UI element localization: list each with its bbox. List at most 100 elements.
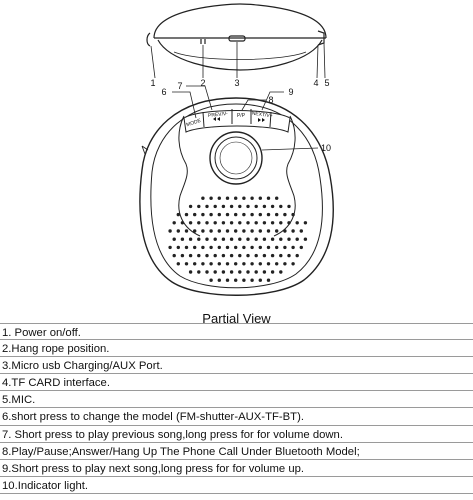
- grille-hole: [201, 196, 205, 200]
- grille-hole: [270, 253, 275, 258]
- callout-1: 1: [150, 78, 155, 88]
- legend-item-4: 4.TF CARD interface.: [0, 374, 473, 392]
- legend-item-10: 10.Indicator light.: [0, 477, 473, 494]
- grille-hole: [242, 278, 246, 282]
- grille-hole: [188, 270, 193, 274]
- grille-hole: [262, 237, 267, 241]
- grille-hole: [184, 229, 189, 233]
- grille-hole: [287, 221, 291, 225]
- grille-hole: [225, 278, 230, 282]
- grille-hole: [213, 237, 217, 241]
- grille-hole: [246, 204, 250, 209]
- grille-hole: [213, 253, 217, 258]
- grille-hole: [238, 204, 242, 209]
- grille-hole: [303, 237, 308, 241]
- grille-hole: [270, 237, 275, 241]
- grille-hole: [188, 204, 193, 209]
- grille-hole: [221, 270, 226, 274]
- grille-hole: [250, 196, 254, 200]
- grille-hole: [295, 237, 299, 241]
- grille-hole: [291, 262, 295, 266]
- grille-hole: [201, 262, 205, 266]
- grille-hole: [234, 229, 238, 233]
- grille-hole: [254, 237, 258, 241]
- callout-8: 8: [268, 95, 273, 105]
- grille-hole: [242, 262, 246, 266]
- button-strip: [183, 109, 291, 133]
- grille-hole: [246, 237, 250, 241]
- grille-hole: [234, 262, 238, 266]
- grille-hole: [234, 196, 238, 200]
- grille-hole: [287, 237, 291, 241]
- grille-hole: [266, 262, 271, 266]
- grille-hole: [254, 270, 258, 274]
- prev-button[interactable]: PREV/V-: [208, 111, 229, 121]
- grille-hole: [258, 245, 262, 250]
- callout-3: 3: [234, 78, 239, 88]
- legend-item-7: 7. Short press to play previous song,lon…: [0, 426, 473, 443]
- legend-item-5: 5.MIC.: [0, 391, 473, 409]
- grille-hole: [209, 196, 213, 200]
- grille-hole: [217, 212, 221, 217]
- grille-hole: [283, 229, 287, 233]
- grille-hole: [238, 270, 242, 274]
- callout-7: 7: [177, 81, 182, 91]
- grille-hole: [250, 262, 254, 266]
- grille-hole: [193, 245, 197, 250]
- speaker-grille: [168, 196, 308, 282]
- grille-hole: [197, 221, 201, 225]
- grille-hole: [205, 253, 209, 258]
- grille-hole: [283, 245, 287, 250]
- mode-button[interactable]: MODE: [186, 118, 203, 129]
- front-callout-numbers: 6 7 8 9 10: [161, 81, 331, 153]
- grille-hole: [242, 245, 246, 250]
- grille-hole: [262, 204, 267, 209]
- grille-hole: [246, 253, 250, 258]
- grille-hole: [266, 229, 271, 233]
- legend-item-6: 6.short press to change the model (FM-sh…: [0, 408, 473, 426]
- grille-hole: [238, 237, 242, 241]
- grille-hole: [287, 204, 291, 209]
- grille-hole: [295, 221, 299, 225]
- next-button[interactable]: NEXT/V+: [251, 111, 273, 122]
- grille-hole: [180, 253, 185, 258]
- grille-hole: [168, 245, 172, 250]
- grille-hole: [291, 245, 295, 250]
- grille-hole: [275, 229, 279, 233]
- mode-button-label: MODE: [186, 118, 203, 129]
- grille-hole: [188, 221, 193, 225]
- grille-hole: [180, 237, 185, 241]
- grille-hole: [225, 262, 230, 266]
- grille-hole: [225, 229, 230, 233]
- grille-hole: [246, 270, 250, 274]
- grille-hole: [205, 221, 209, 225]
- grille-hole: [213, 270, 217, 274]
- grille-hole: [275, 245, 279, 250]
- grille-hole: [258, 229, 262, 233]
- grille-hole: [193, 262, 197, 266]
- grille-hole: [234, 278, 238, 282]
- grille-hole: [246, 221, 250, 225]
- grille-hole: [242, 229, 246, 233]
- speaker-body: [139, 97, 334, 296]
- grille-hole: [229, 204, 234, 209]
- grille-hole: [205, 204, 209, 209]
- grille-hole: [225, 212, 230, 217]
- play-pause-button[interactable]: P/P: [237, 113, 246, 119]
- grille-hole: [197, 270, 201, 274]
- grille-hole: [303, 221, 308, 225]
- grille-hole: [172, 221, 176, 225]
- grille-hole: [184, 245, 189, 250]
- grille-hole: [172, 237, 176, 241]
- top-callout-numbers: 1 2 3 4 5: [150, 78, 329, 88]
- grille-hole: [176, 212, 180, 217]
- speaker-diagram: 1 2 3 4 5 MODE PREV/V- P/P NEXT/V+: [139, 3, 334, 296]
- grille-hole: [188, 237, 193, 241]
- callout-4: 4: [313, 78, 318, 88]
- grille-hole: [209, 229, 213, 233]
- grille-hole: [209, 262, 213, 266]
- prev-button-label: PREV/V-: [208, 111, 229, 119]
- grille-hole: [254, 204, 258, 209]
- callout-6: 6: [161, 87, 166, 97]
- grille-hole: [168, 229, 172, 233]
